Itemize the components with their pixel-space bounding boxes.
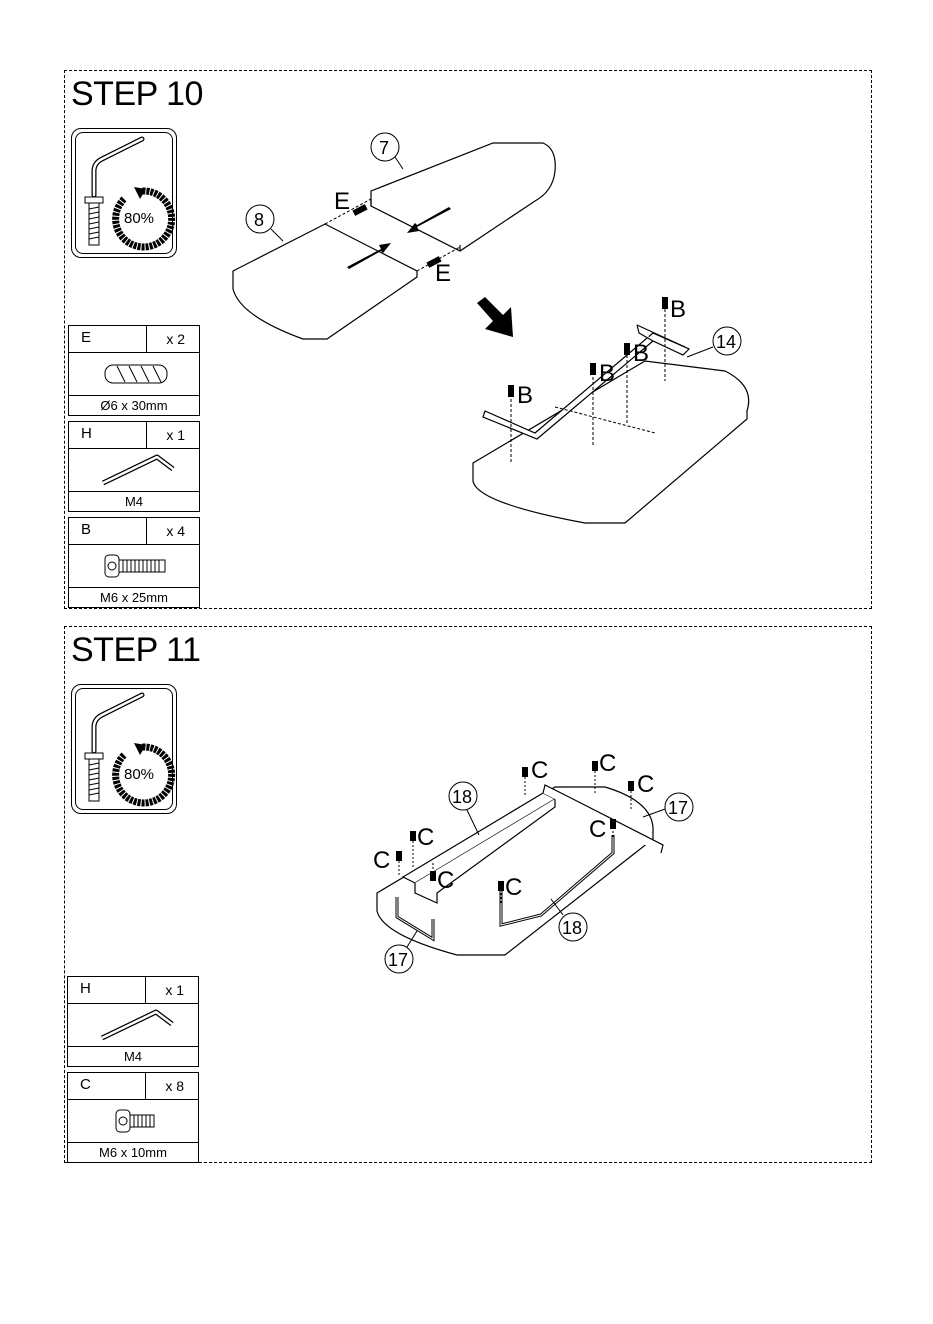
callout-b-4: B — [670, 296, 686, 323]
callout-c-2: C — [417, 824, 434, 851]
callout-c-4: C — [531, 757, 548, 784]
callout-c-1: C — [373, 847, 390, 874]
callout-c-8: C — [505, 874, 522, 901]
callout-8: 8 — [254, 210, 264, 230]
callout-c-6: C — [637, 771, 654, 798]
callout-18-bottom: 18 — [562, 918, 582, 938]
callout-14: 14 — [716, 332, 736, 352]
step-10-panel: STEP 10 80% E x 2 Ø6 x — [64, 70, 872, 609]
callout-17-right: 17 — [668, 798, 688, 818]
callout-b-3: B — [633, 340, 649, 367]
callout-c-5: C — [599, 750, 616, 777]
step-10-assembly-diagram: E E 7 8 B B B B — [65, 71, 873, 610]
callout-e-top: E — [334, 188, 350, 215]
callout-18-top: 18 — [452, 787, 472, 807]
callout-17-left: 17 — [388, 950, 408, 970]
step-11-assembly-diagram: C C C C C C C C 18 18 17 17 — [65, 627, 873, 1164]
callout-b-1: B — [517, 382, 533, 409]
callout-c-7: C — [589, 816, 606, 843]
callout-e-bottom: E — [435, 260, 451, 287]
callout-7: 7 — [379, 138, 389, 158]
callout-c-3: C — [437, 867, 454, 894]
callout-b-2: B — [599, 360, 615, 387]
step-11-panel: STEP 11 80% H x 1 M4 — [64, 626, 872, 1163]
